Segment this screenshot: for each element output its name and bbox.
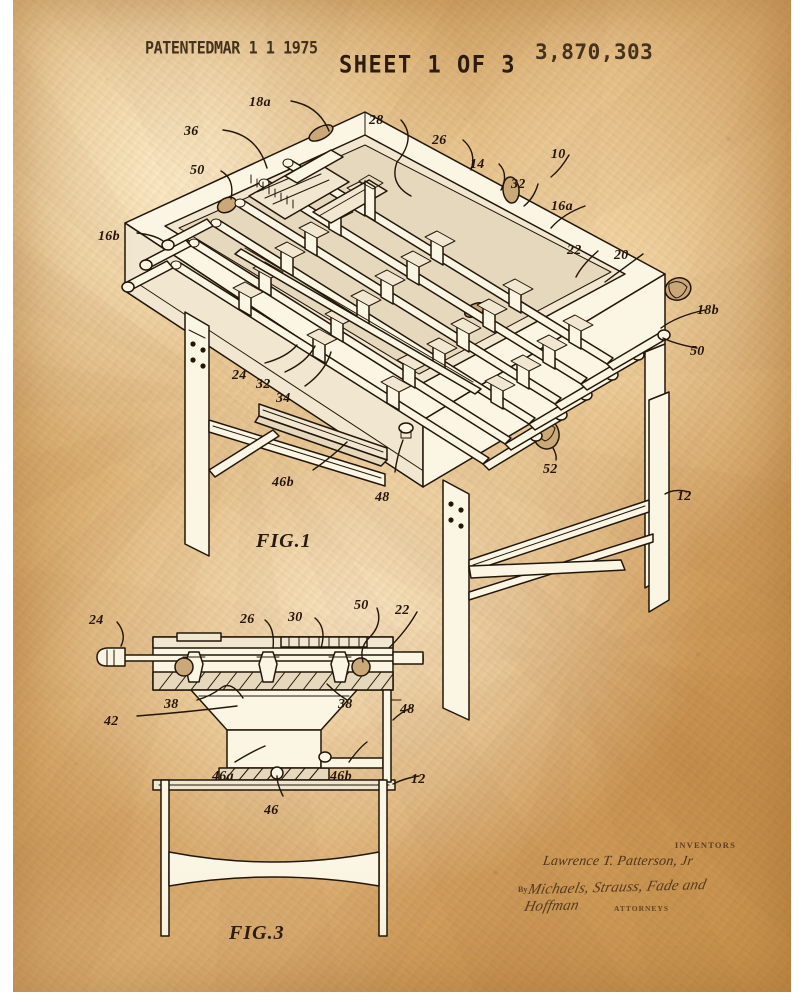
reference-numeral-32: 32 (256, 377, 271, 392)
reference-numeral-16b: 16b (98, 229, 120, 244)
reference-numeral-48: 48 (400, 702, 415, 717)
inventors-label: INVENTORS (674, 840, 736, 850)
reference-numeral-50: 50 (690, 344, 705, 359)
patent-sheet: PATENTEDMAR 1 1 1975 SHEET 1 OF 3 3,870,… (13, 0, 791, 992)
fig3-leader-lines (116, 607, 420, 797)
ball-stud-48 (394, 422, 414, 473)
reference-numeral-38: 38 (164, 697, 179, 712)
ball-return-rails (254, 403, 388, 467)
reference-numeral-34: 34 (276, 391, 291, 406)
reference-numeral-46: 46 (264, 803, 279, 818)
fig1-caption: FIG.1 (256, 530, 312, 552)
reference-numeral-16a: 16a (551, 199, 573, 214)
reference-numeral-12: 12 (411, 772, 426, 787)
reference-numeral-32: 32 (511, 177, 526, 192)
fig3-caption: FIG.3 (229, 922, 285, 944)
fig3-rack-30 (280, 636, 368, 648)
reference-numeral-52: 52 (543, 462, 558, 477)
reference-numeral-46b: 46b (272, 475, 294, 490)
reference-numeral-42: 42 (104, 714, 119, 729)
fig1-drawing (121, 100, 706, 721)
score-mechanism (234, 149, 482, 395)
reference-numeral-46a: 46a (212, 769, 234, 784)
reference-numeral-22: 22 (395, 603, 410, 618)
reference-numeral-20: 20 (614, 248, 629, 263)
reference-numeral-14: 14 (470, 157, 485, 172)
fig3-drawing (96, 607, 424, 937)
reference-numeral-18b: 18b (697, 303, 719, 318)
patented-date-header: PATENTEDMAR 1 1 1975 (145, 38, 318, 59)
patent-number-header: 3,870,303 (535, 40, 654, 64)
reference-numeral-50: 50 (354, 598, 369, 613)
reference-numeral-24: 24 (89, 613, 104, 628)
cup-50-rim-right (664, 277, 692, 301)
attorneys-label: ATTORNEYS (614, 904, 669, 913)
reference-numeral-24: 24 (232, 368, 247, 383)
fig1-leader-lines (136, 100, 706, 495)
reference-numeral-30: 30 (288, 610, 303, 625)
reference-numeral-28: 28 (369, 113, 384, 128)
inventor-name: Lawrence T. Patterson, Jr (541, 854, 695, 869)
reference-numeral-12: 12 (677, 489, 692, 504)
reference-numeral-48: 48 (375, 490, 390, 505)
reference-numeral-26: 26 (432, 133, 447, 148)
reference-numeral-46b: 46b (330, 769, 352, 784)
reference-numeral-38: 38 (338, 697, 353, 712)
reference-numeral-26: 26 (240, 612, 255, 627)
reference-numeral-36: 36 (184, 124, 199, 139)
reference-numeral-10: 10 (551, 147, 566, 162)
table-legs (184, 311, 670, 721)
by-label: By (518, 885, 528, 894)
sheet-number-header: SHEET 1 OF 3 (339, 52, 516, 79)
reference-numeral-18a: 18a (249, 95, 271, 110)
reference-numeral-22: 22 (567, 243, 582, 258)
reference-numeral-50: 50 (190, 163, 205, 178)
